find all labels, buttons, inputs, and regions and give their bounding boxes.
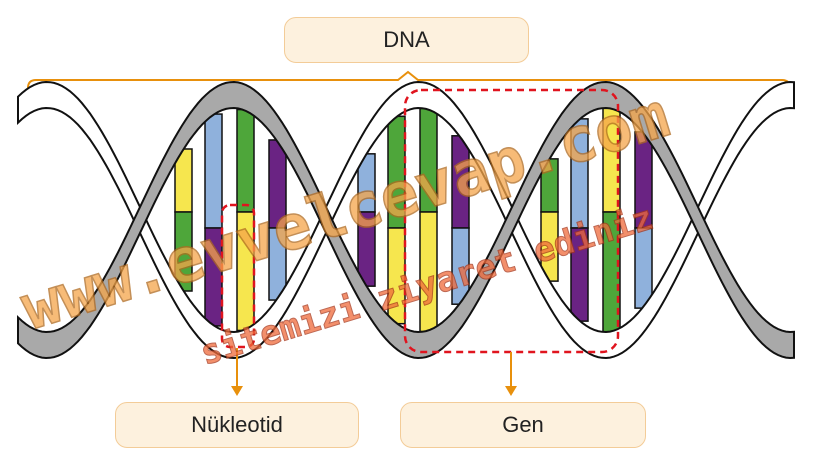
gene-label: Gen <box>400 402 646 448</box>
gene-arrow <box>505 352 517 396</box>
gene-highlight <box>403 88 620 354</box>
helix-strands <box>17 80 795 360</box>
nucleotide-highlight <box>220 203 256 349</box>
nucleotide-label-text: Nükleotid <box>191 412 283 437</box>
dna-label: DNA <box>284 17 529 63</box>
dna-label-text: DNA <box>383 27 430 52</box>
base-green <box>236 108 255 213</box>
gray-strand <box>17 80 795 360</box>
white-strand <box>17 80 795 360</box>
nucleotide-label: Nükleotid <box>115 402 359 448</box>
nucleotide-arrow <box>231 348 243 396</box>
gene-label-text: Gen <box>502 412 544 437</box>
base-pairs <box>174 106 653 334</box>
